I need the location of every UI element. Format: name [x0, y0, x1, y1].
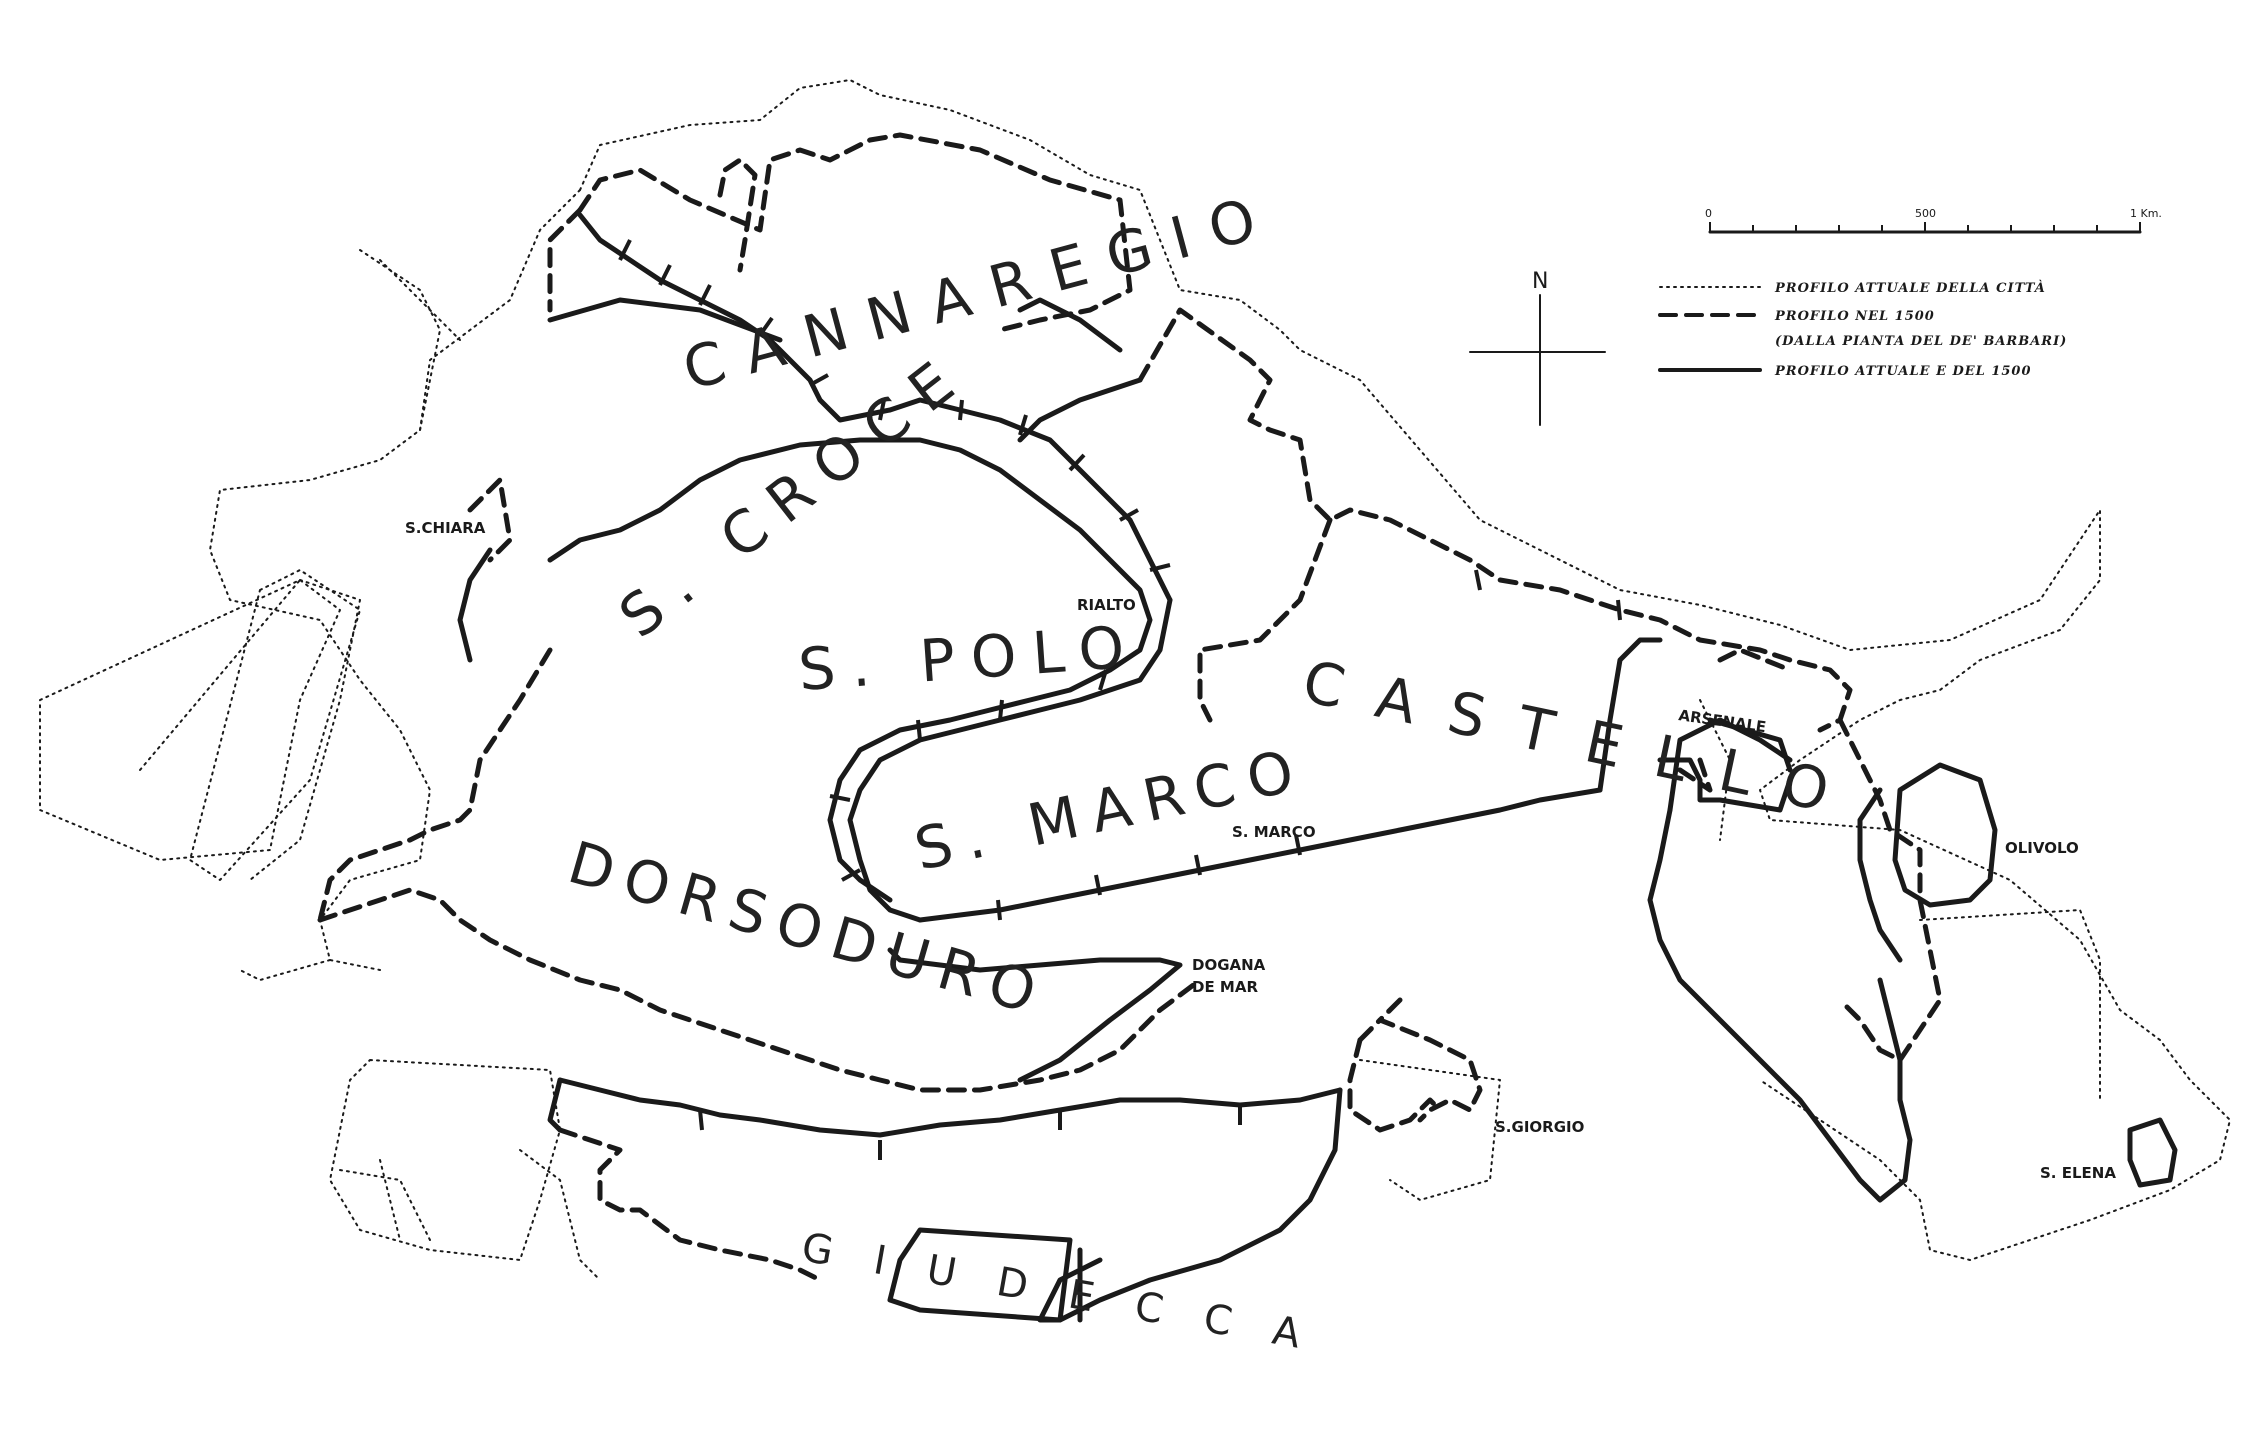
legend-both-label: PROFILO ATTUALE E DEL 1500: [1774, 364, 2032, 379]
label-s-elena: S. ELENA: [2040, 1164, 2116, 1182]
scale-mid: 500: [1915, 207, 1936, 220]
legend-current-label: PROFILO ATTUALE DELLA CITTÀ: [1774, 280, 2046, 296]
label-rialto: RIALTO: [1077, 596, 1136, 614]
scale-start: 0: [1705, 207, 1712, 220]
label-s-marco-place: S. MARCO: [1232, 823, 1316, 841]
label-croce: S. CROCE: [607, 338, 981, 651]
scale-end: 1 Km.: [2130, 207, 2162, 220]
label-dogana-2: DE MAR: [1192, 978, 1258, 996]
north-label: N: [1532, 269, 1548, 294]
label-cannaregio: CANNAREGIO: [676, 180, 1284, 404]
label-olivolo: OLIVOLO: [2005, 839, 2079, 857]
current-outline: [39, 79, 2231, 1281]
label-s-giorgio: S.GIORGIO: [1495, 1118, 1584, 1136]
scale-bar: 0 500 1 Km.: [1705, 207, 2162, 234]
legend-1500-label: PROFILO NEL 1500: [1774, 309, 1935, 324]
outline-both: [457, 212, 2178, 1323]
label-polo: S. POLO: [796, 612, 1142, 704]
legend: PROFILO ATTUALE DELLA CITTÀ PROFILO NEL …: [1658, 280, 2067, 379]
label-s-chiara: S.CHIARA: [405, 519, 486, 537]
outline-1500: [317, 132, 1943, 1283]
legend-1500-source: (DALLA PIANTA DEL DE' BARBARI): [1775, 334, 2067, 349]
bridge-ticks: [618, 239, 1622, 1160]
label-dogana-1: DOGANA: [1192, 956, 1266, 974]
north-arrow: N: [1469, 269, 1606, 426]
sestiere-labels: CANNAREGIO S. CROCE S. POLO S. MARCO CAS…: [561, 180, 1868, 1365]
